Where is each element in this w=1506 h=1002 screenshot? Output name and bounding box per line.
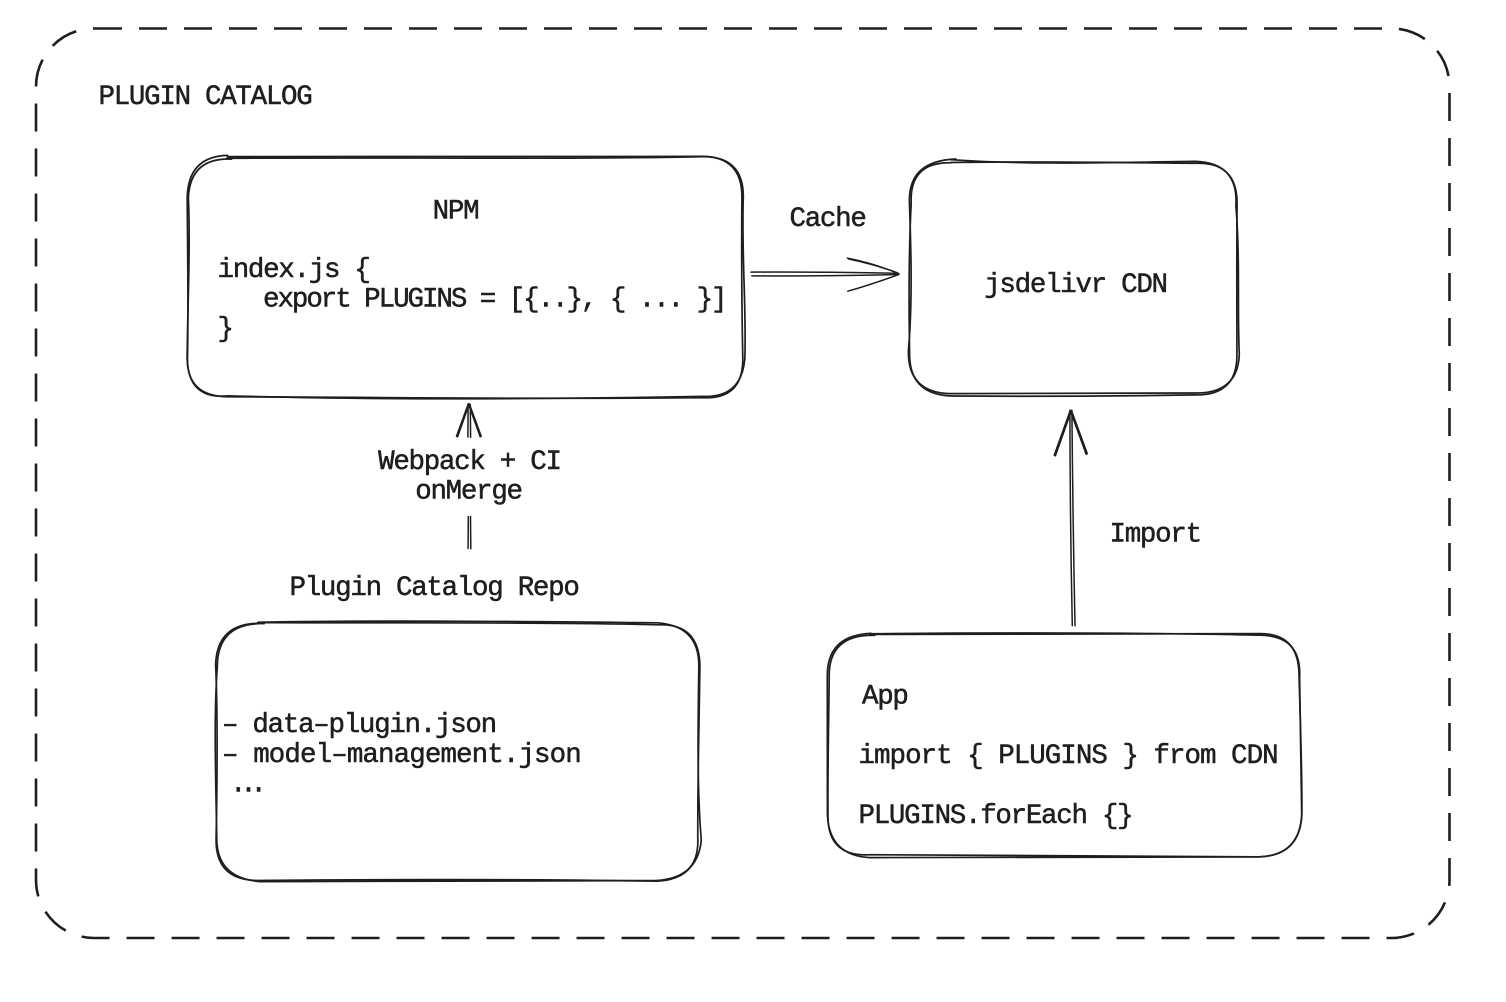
svg-text:App: App	[862, 682, 908, 713]
svg-text:Plugin Catalog Repo: Plugin Catalog Repo	[290, 573, 579, 604]
svg-text:PLUGINS.forEach {}: PLUGINS.forEach {}	[859, 801, 1133, 832]
svg-text:NPM: NPM	[433, 197, 479, 228]
svg-text:export PLUGINS = [{..}, { ...: export PLUGINS = [{..}, { ... }]	[263, 285, 726, 316]
svg-text:import { PLUGINS } from CDN: import { PLUGINS } from CDN	[859, 741, 1278, 772]
svg-text:Webpack + CI: Webpack + CI	[378, 447, 561, 478]
svg-text:index.js {: index.js {	[218, 255, 370, 286]
svg-text:...: ...	[230, 770, 261, 801]
svg-text:– model–management.json: – model–management.json	[222, 740, 581, 771]
svg-text:jsdelivr CDN: jsdelivr CDN	[984, 270, 1167, 301]
svg-text:PLUGIN CATALOG: PLUGIN CATALOG	[99, 82, 312, 113]
svg-text:Cache: Cache	[790, 204, 866, 235]
svg-text:onMerge: onMerge	[415, 477, 522, 508]
svg-text:Import: Import	[1110, 520, 1201, 551]
svg-text:}: }	[218, 314, 233, 345]
svg-text:– data–plugin.json: – data–plugin.json	[222, 710, 496, 741]
